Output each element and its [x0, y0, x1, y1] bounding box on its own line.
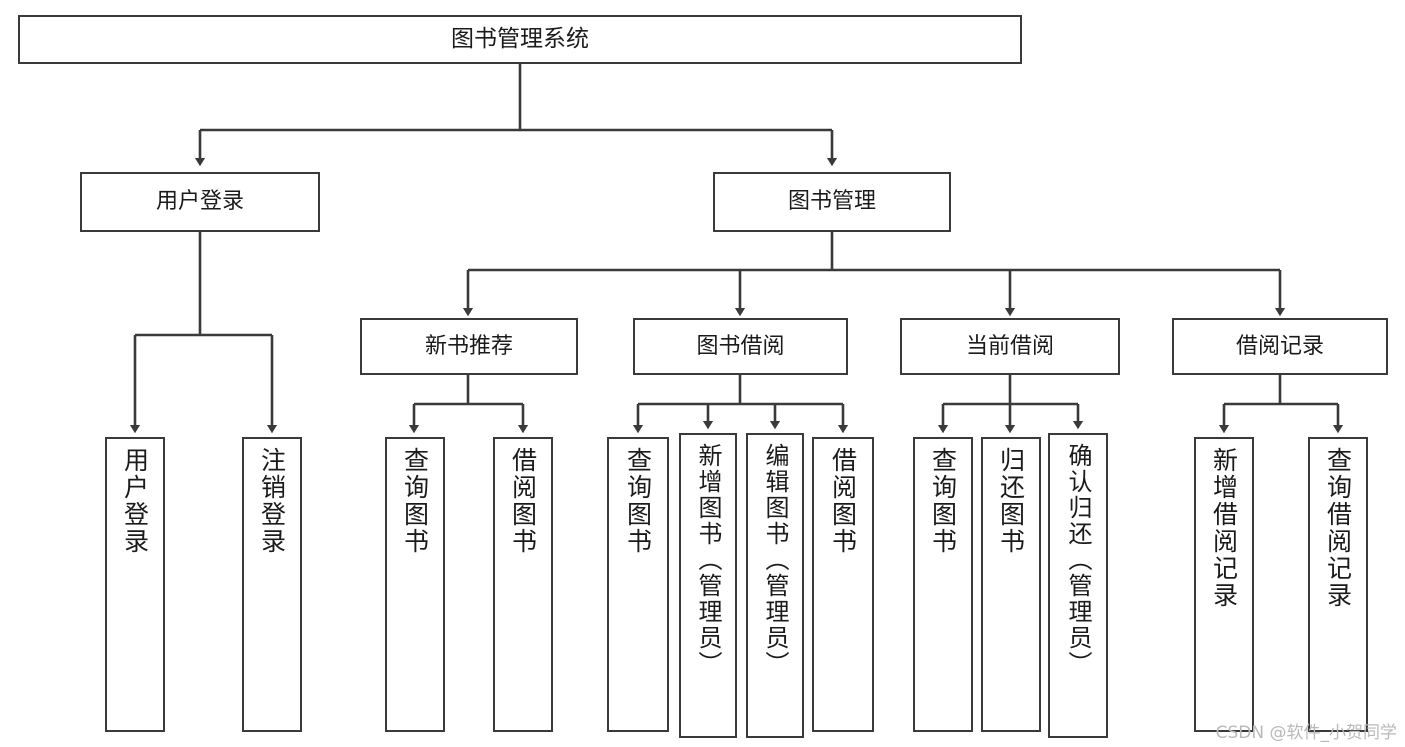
- node-label: 借阅图书: [828, 447, 858, 555]
- leaf-query-book-borrow[interactable]: 查询图书: [607, 437, 669, 732]
- node-label: 新书推荐: [424, 333, 513, 359]
- node-label: 编辑图书（管理员）: [761, 443, 789, 677]
- node-label: 查询图书: [623, 447, 653, 555]
- leaf-edit-book-admin[interactable]: 编辑图书（管理员）: [746, 433, 804, 738]
- leaf-add-borrow-record[interactable]: 新增借阅记录: [1194, 437, 1254, 732]
- leaf-borrow-book-recommend[interactable]: 借阅图书: [493, 437, 553, 732]
- leaf-query-book-recommend[interactable]: 查询图书: [385, 437, 445, 732]
- leaf-return-book[interactable]: 归还图书: [981, 437, 1041, 732]
- node-label: 确认归还（管理员）: [1064, 443, 1092, 677]
- node-label: 新增借阅记录: [1209, 447, 1239, 609]
- leaf-user-login[interactable]: 用户登录: [105, 437, 165, 732]
- node-book-management[interactable]: 图书管理: [713, 172, 951, 232]
- node-label: 用户登录: [155, 189, 244, 215]
- leaf-logout[interactable]: 注销登录: [242, 437, 302, 732]
- leaf-confirm-return-admin[interactable]: 确认归还（管理员）: [1048, 433, 1108, 738]
- node-new-book-recommend[interactable]: 新书推荐: [360, 318, 578, 375]
- node-label: 查询图书: [400, 447, 430, 555]
- node-label: 新增图书（管理员）: [694, 443, 722, 677]
- node-book-borrow[interactable]: 图书借阅: [633, 318, 848, 375]
- node-label: 借阅记录: [1235, 333, 1324, 359]
- node-label: 图书借阅: [696, 333, 785, 359]
- node-label: 用户登录: [120, 447, 150, 555]
- node-label: 图书管理: [787, 189, 876, 215]
- leaf-add-book-admin[interactable]: 新增图书（管理员）: [679, 433, 737, 738]
- node-borrow-records[interactable]: 借阅记录: [1172, 318, 1388, 375]
- csdn-watermark: CSDN @软件_小贺同学: [1215, 723, 1397, 743]
- leaf-query-book-current[interactable]: 查询图书: [913, 437, 973, 732]
- node-label: 查询借阅记录: [1323, 447, 1353, 609]
- leaf-query-borrow-record[interactable]: 查询借阅记录: [1308, 437, 1368, 732]
- node-label: 借阅图书: [508, 447, 538, 555]
- node-root-system[interactable]: 图书管理系统: [18, 15, 1022, 64]
- node-current-borrow[interactable]: 当前借阅: [900, 318, 1120, 375]
- node-label: 归还图书: [996, 447, 1026, 555]
- node-user-login[interactable]: 用户登录: [80, 172, 320, 232]
- node-label: 查询图书: [928, 447, 958, 555]
- leaf-borrow-book[interactable]: 借阅图书: [812, 437, 874, 732]
- node-label: 注销登录: [257, 447, 287, 555]
- node-label: 当前借阅: [965, 333, 1054, 359]
- node-label: 图书管理系统: [451, 25, 589, 52]
